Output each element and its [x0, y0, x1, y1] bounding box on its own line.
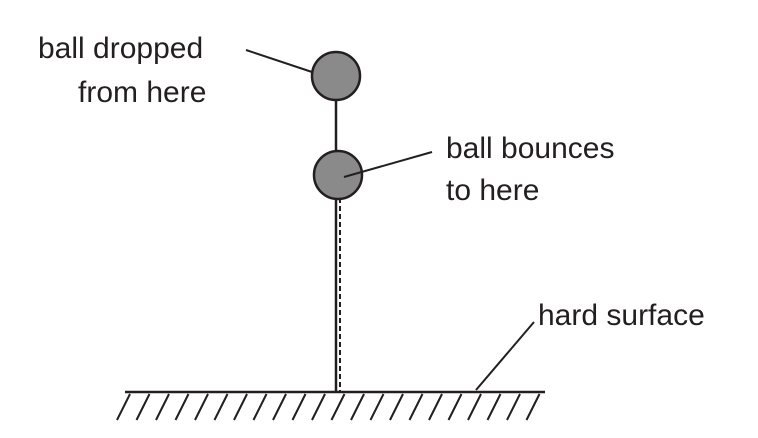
dropped-leader-line	[245, 49, 313, 73]
hatch-mark	[135, 393, 151, 421]
ball-bounced	[312, 149, 364, 201]
ball-dropped	[310, 50, 362, 102]
hatch-mark	[330, 393, 346, 421]
hatch-mark	[428, 393, 443, 421]
hatch-mark	[467, 393, 482, 421]
hatch-mark	[506, 393, 521, 421]
hatch-mark	[291, 393, 307, 421]
hatch-mark	[174, 393, 190, 421]
label-ball-dropped-line1: ball dropped	[38, 32, 203, 65]
label-ball-bounces-line2: to here	[446, 174, 539, 207]
hatch-mark	[447, 393, 463, 421]
surface-leader-line	[475, 321, 535, 391]
hatch-mark	[155, 393, 170, 421]
bounces-leader-line	[343, 151, 433, 178]
label-hard-surface: hard surface	[538, 299, 705, 332]
hatch-mark	[408, 393, 424, 421]
hatch-mark	[311, 393, 326, 421]
hatch-mark	[350, 393, 365, 421]
hatch-mark	[213, 393, 229, 421]
hatch-mark	[486, 393, 502, 421]
hatch-mark	[389, 393, 404, 421]
label-ball-bounces-line1: ball bounces	[446, 132, 614, 165]
label-ball-dropped-line2: from here	[78, 76, 206, 109]
hatch-mark	[116, 393, 131, 421]
hatch-mark	[194, 393, 209, 421]
hatch-mark	[369, 393, 385, 421]
hatch-mark	[233, 393, 248, 421]
hatch-mark	[252, 393, 268, 421]
hatch-mark	[272, 393, 287, 421]
hatch-mark	[525, 393, 541, 421]
hard-surface-ground	[116, 390, 545, 421]
